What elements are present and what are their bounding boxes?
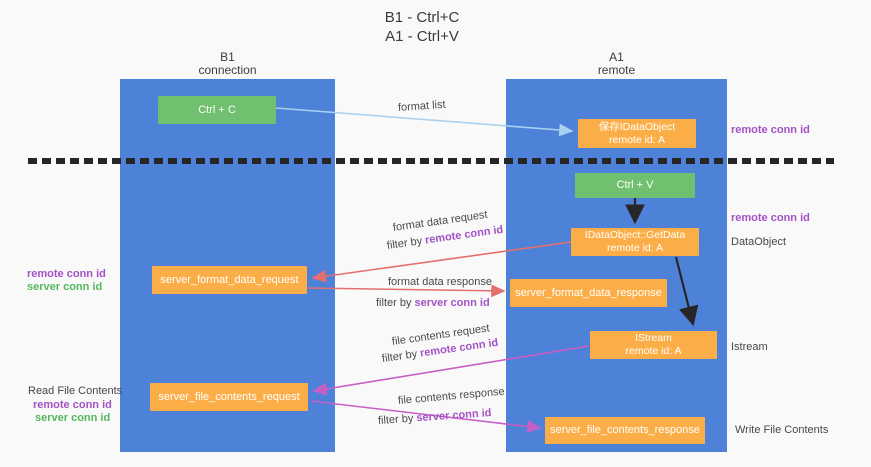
lane-header-b1: B1 connection — [120, 51, 335, 77]
save-dataobject-line1: 保存IDataObject — [598, 120, 676, 133]
server-conn-id-text: server conn id — [415, 407, 492, 425]
format-list-label: format list — [397, 98, 446, 114]
lane-b1-role: connection — [198, 63, 257, 77]
server-conn-id-left-2: server conn id — [35, 412, 111, 424]
lane-header-a1: A1 remote — [506, 51, 727, 77]
save-dataobject-box: 保存IDataObject remote id: A — [578, 119, 696, 148]
lane-a1-name: A1 — [609, 50, 624, 64]
read-file-contents-label: Read File Contents — [28, 385, 123, 397]
ctrl-c-label: Ctrl + C — [198, 103, 236, 116]
arrow-format-data-response — [307, 284, 506, 298]
server-file-contents-response-label: server_file_contents_response — [550, 424, 700, 436]
server-format-data-request-label: server_format_data_request — [160, 273, 299, 286]
format-data-response-label: format data response — [388, 276, 492, 288]
dataobject-label: DataObject — [731, 236, 787, 248]
filter-by-text: filter by — [381, 348, 418, 365]
filter-by-text: filter by — [377, 412, 414, 427]
ctrl-v-label: Ctrl + V — [616, 179, 654, 191]
remote-conn-id-left-1: remote conn id — [27, 268, 106, 280]
istream-line1: IStream — [635, 332, 672, 344]
getdata-line1: IDataObject::GetData — [584, 229, 686, 241]
write-file-contents-label: Write File Contents — [735, 424, 829, 436]
server-file-contents-request-label: server_file_contents_request — [158, 390, 300, 403]
save-dataobject-line2: remote id: A — [608, 133, 666, 146]
getdata-line2: remote id: A — [606, 242, 664, 254]
title-line-2: A1 - Ctrl+V — [385, 28, 459, 45]
filter-by-text: filter by — [386, 235, 423, 252]
lane-a1-role: remote — [597, 63, 636, 77]
server-conn-id-left-1: server conn id — [27, 281, 103, 293]
server-format-data-request-box: server_format_data_request — [152, 266, 307, 294]
title-line-1: B1 - Ctrl+C — [384, 9, 460, 26]
dashed-separator — [28, 158, 834, 164]
istream-box: IStream remote id: A — [590, 331, 717, 359]
ctrl-c-box: Ctrl + C — [158, 96, 276, 124]
server-conn-id-text: server conn id — [414, 297, 490, 309]
file-contents-response-label: file contents response — [397, 385, 506, 407]
diagram-title: B1 - Ctrl+C A1 - Ctrl+V — [282, 8, 562, 46]
istream-side-label: Istream — [731, 341, 768, 353]
istream-line2: remote id: A — [625, 345, 682, 357]
remote-conn-id-left-2: remote conn id — [33, 399, 112, 411]
server-format-data-response-label: server_format_data_response — [515, 286, 662, 299]
server-file-contents-request-box: server_file_contents_request — [150, 383, 308, 411]
server-file-contents-response-box: server_file_contents_response — [545, 417, 705, 444]
getdata-box: IDataObject::GetData remote id: A — [571, 228, 699, 256]
server-format-data-response-box: server_format_data_response — [510, 279, 667, 307]
ctrl-v-box: Ctrl + V — [575, 173, 695, 198]
remote-conn-id-right-2: remote conn id — [731, 212, 810, 224]
filter-by-text: filter by — [376, 297, 412, 309]
lane-b1-name: B1 — [220, 50, 235, 64]
remote-conn-id-right-1: remote conn id — [731, 124, 810, 136]
